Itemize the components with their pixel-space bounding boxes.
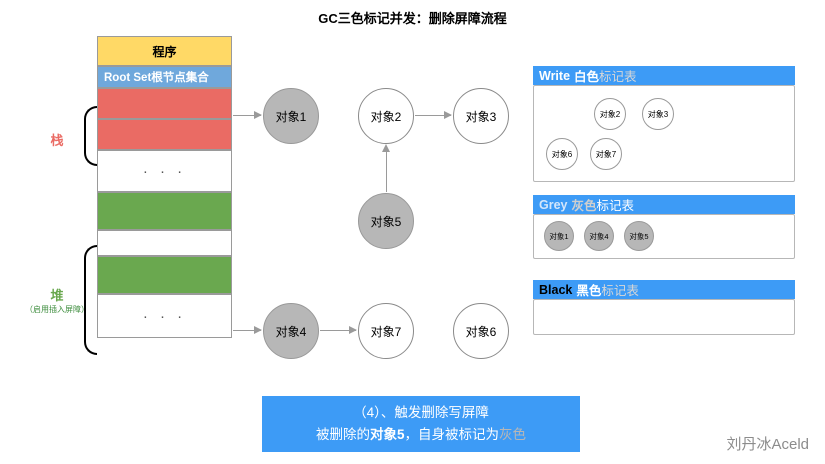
arrow-heap-to-obj4 <box>233 324 262 337</box>
memory-cell-heap-2 <box>97 256 232 294</box>
mark-table-grey-body: 对象1 对象4 对象5 <box>533 214 795 259</box>
mark-table-grey-header: Grey 灰色 标记表 <box>533 195 795 214</box>
mark-table-black-en: Black <box>539 282 573 297</box>
arrow-root-to-obj1 <box>233 109 262 122</box>
memory-cell-heap-1 <box>97 192 232 230</box>
node-obj2: 对象2 <box>358 88 414 144</box>
watermark: 刘丹冰Aceld <box>726 436 809 453</box>
mark-table-grey: Grey 灰色 标记表 对象1 对象4 对象5 <box>533 195 795 259</box>
banner-line-2: 被删除的对象5，自身被标记为灰色 <box>316 424 526 446</box>
node-obj5: 对象5 <box>358 193 414 249</box>
mark-table-white-header: Write 白色 标记表 <box>533 66 795 85</box>
memory-cell-stack-2 <box>97 119 232 150</box>
chip-white-4: 对象7 <box>590 138 622 170</box>
heap-label: 堆 <box>50 288 64 303</box>
mark-table-black-body <box>533 299 795 335</box>
mark-table-black-header: Black 黑色 标记表 <box>533 280 795 299</box>
banner-line2-pre: 被删除的 <box>315 427 370 442</box>
arrow-obj4-to-obj7 <box>320 324 357 337</box>
mark-table-black: Black 黑色 标记表 <box>533 280 795 335</box>
banner-line2-mid: ，自身被标记为 <box>404 427 500 442</box>
mark-table-grey-cn: 灰色 <box>571 199 597 213</box>
chip-white-2: 对象3 <box>642 98 674 130</box>
node-obj6: 对象6 <box>453 303 509 359</box>
memory-cell-gap <box>97 230 232 256</box>
memory-cell-program: 程序 <box>97 36 232 66</box>
mark-table-white-en: Write <box>539 68 571 83</box>
chip-grey-1: 对象1 <box>544 221 574 251</box>
mark-table-white-body: 对象2 对象3 对象6 对象7 <box>533 85 795 182</box>
page-title: GC三色标记并发：删除屏障流程 <box>318 11 507 26</box>
mark-table-white-cn: 白色 <box>574 70 600 84</box>
chip-white-1: 对象2 <box>594 98 626 130</box>
mark-table-black-cn: 黑色 <box>576 284 602 298</box>
node-obj7: 对象7 <box>358 303 414 359</box>
status-banner: （4）、触发删除写屏障 被删除的对象5，自身被标记为灰色 <box>262 396 580 452</box>
mark-table-grey-en: Grey <box>539 197 568 212</box>
memory-cell-ellipsis-2: · · · <box>97 294 232 338</box>
chip-grey-3: 对象5 <box>624 221 654 251</box>
node-obj1: 对象1 <box>263 88 319 144</box>
stack-bracket <box>84 106 97 166</box>
mark-table-black-suffix: 标记表 <box>601 284 639 298</box>
node-obj4: 对象4 <box>263 303 319 359</box>
banner-line2-bold: 对象5 <box>369 427 405 442</box>
stack-label: 栈 <box>50 133 64 148</box>
banner-line-1: （4）、触发删除写屏障 <box>353 404 489 420</box>
mark-table-white-suffix: 标记表 <box>599 70 637 84</box>
mark-table-white: Write 白色 标记表 对象2 对象3 对象6 对象7 <box>533 66 795 182</box>
memory-cell-ellipsis-1: · · · <box>97 150 232 192</box>
arrow-obj5-to-obj2 <box>380 144 393 192</box>
heap-sublabel: （启用插入屏障） <box>25 305 89 314</box>
chip-white-3: 对象6 <box>546 138 578 170</box>
banner-line2-highlight: 灰色 <box>499 427 526 442</box>
memory-cell-stack-1 <box>97 88 232 119</box>
memory-cell-root-set: Root Set根节点集合 <box>97 66 232 88</box>
memory-column: 程序 Root Set根节点集合 · · · · · · <box>97 36 232 338</box>
heap-bracket <box>84 245 97 355</box>
arrow-obj2-to-obj3 <box>415 109 452 122</box>
mark-table-grey-suffix: 标记表 <box>596 199 635 213</box>
node-obj3: 对象3 <box>453 88 509 144</box>
chip-grey-2: 对象4 <box>584 221 614 251</box>
